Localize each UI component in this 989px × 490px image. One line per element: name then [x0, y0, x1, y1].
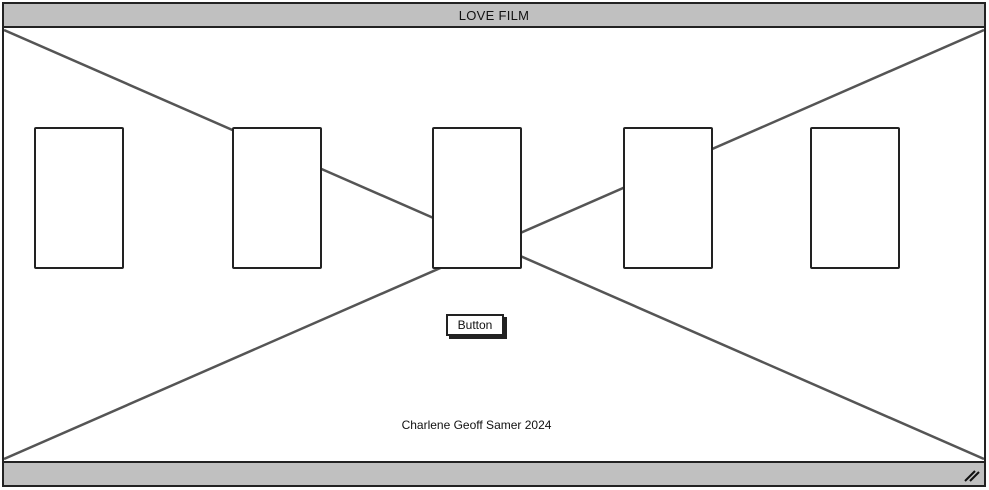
title-bar: LOVE FILM — [2, 2, 986, 28]
footer-credit: Charlene Geoff Samer 2024 — [401, 418, 552, 432]
thumbnail-1[interactable] — [34, 127, 124, 269]
resize-grip-icon[interactable] — [962, 467, 980, 483]
thumbnail-2[interactable] — [232, 127, 322, 269]
primary-button[interactable]: Button — [446, 314, 504, 336]
thumbnail-3[interactable] — [432, 127, 522, 269]
window-title: LOVE FILM — [458, 7, 530, 23]
status-bar — [2, 461, 986, 487]
thumbnail-5[interactable] — [810, 127, 900, 269]
thumbnail-4[interactable] — [623, 127, 713, 269]
